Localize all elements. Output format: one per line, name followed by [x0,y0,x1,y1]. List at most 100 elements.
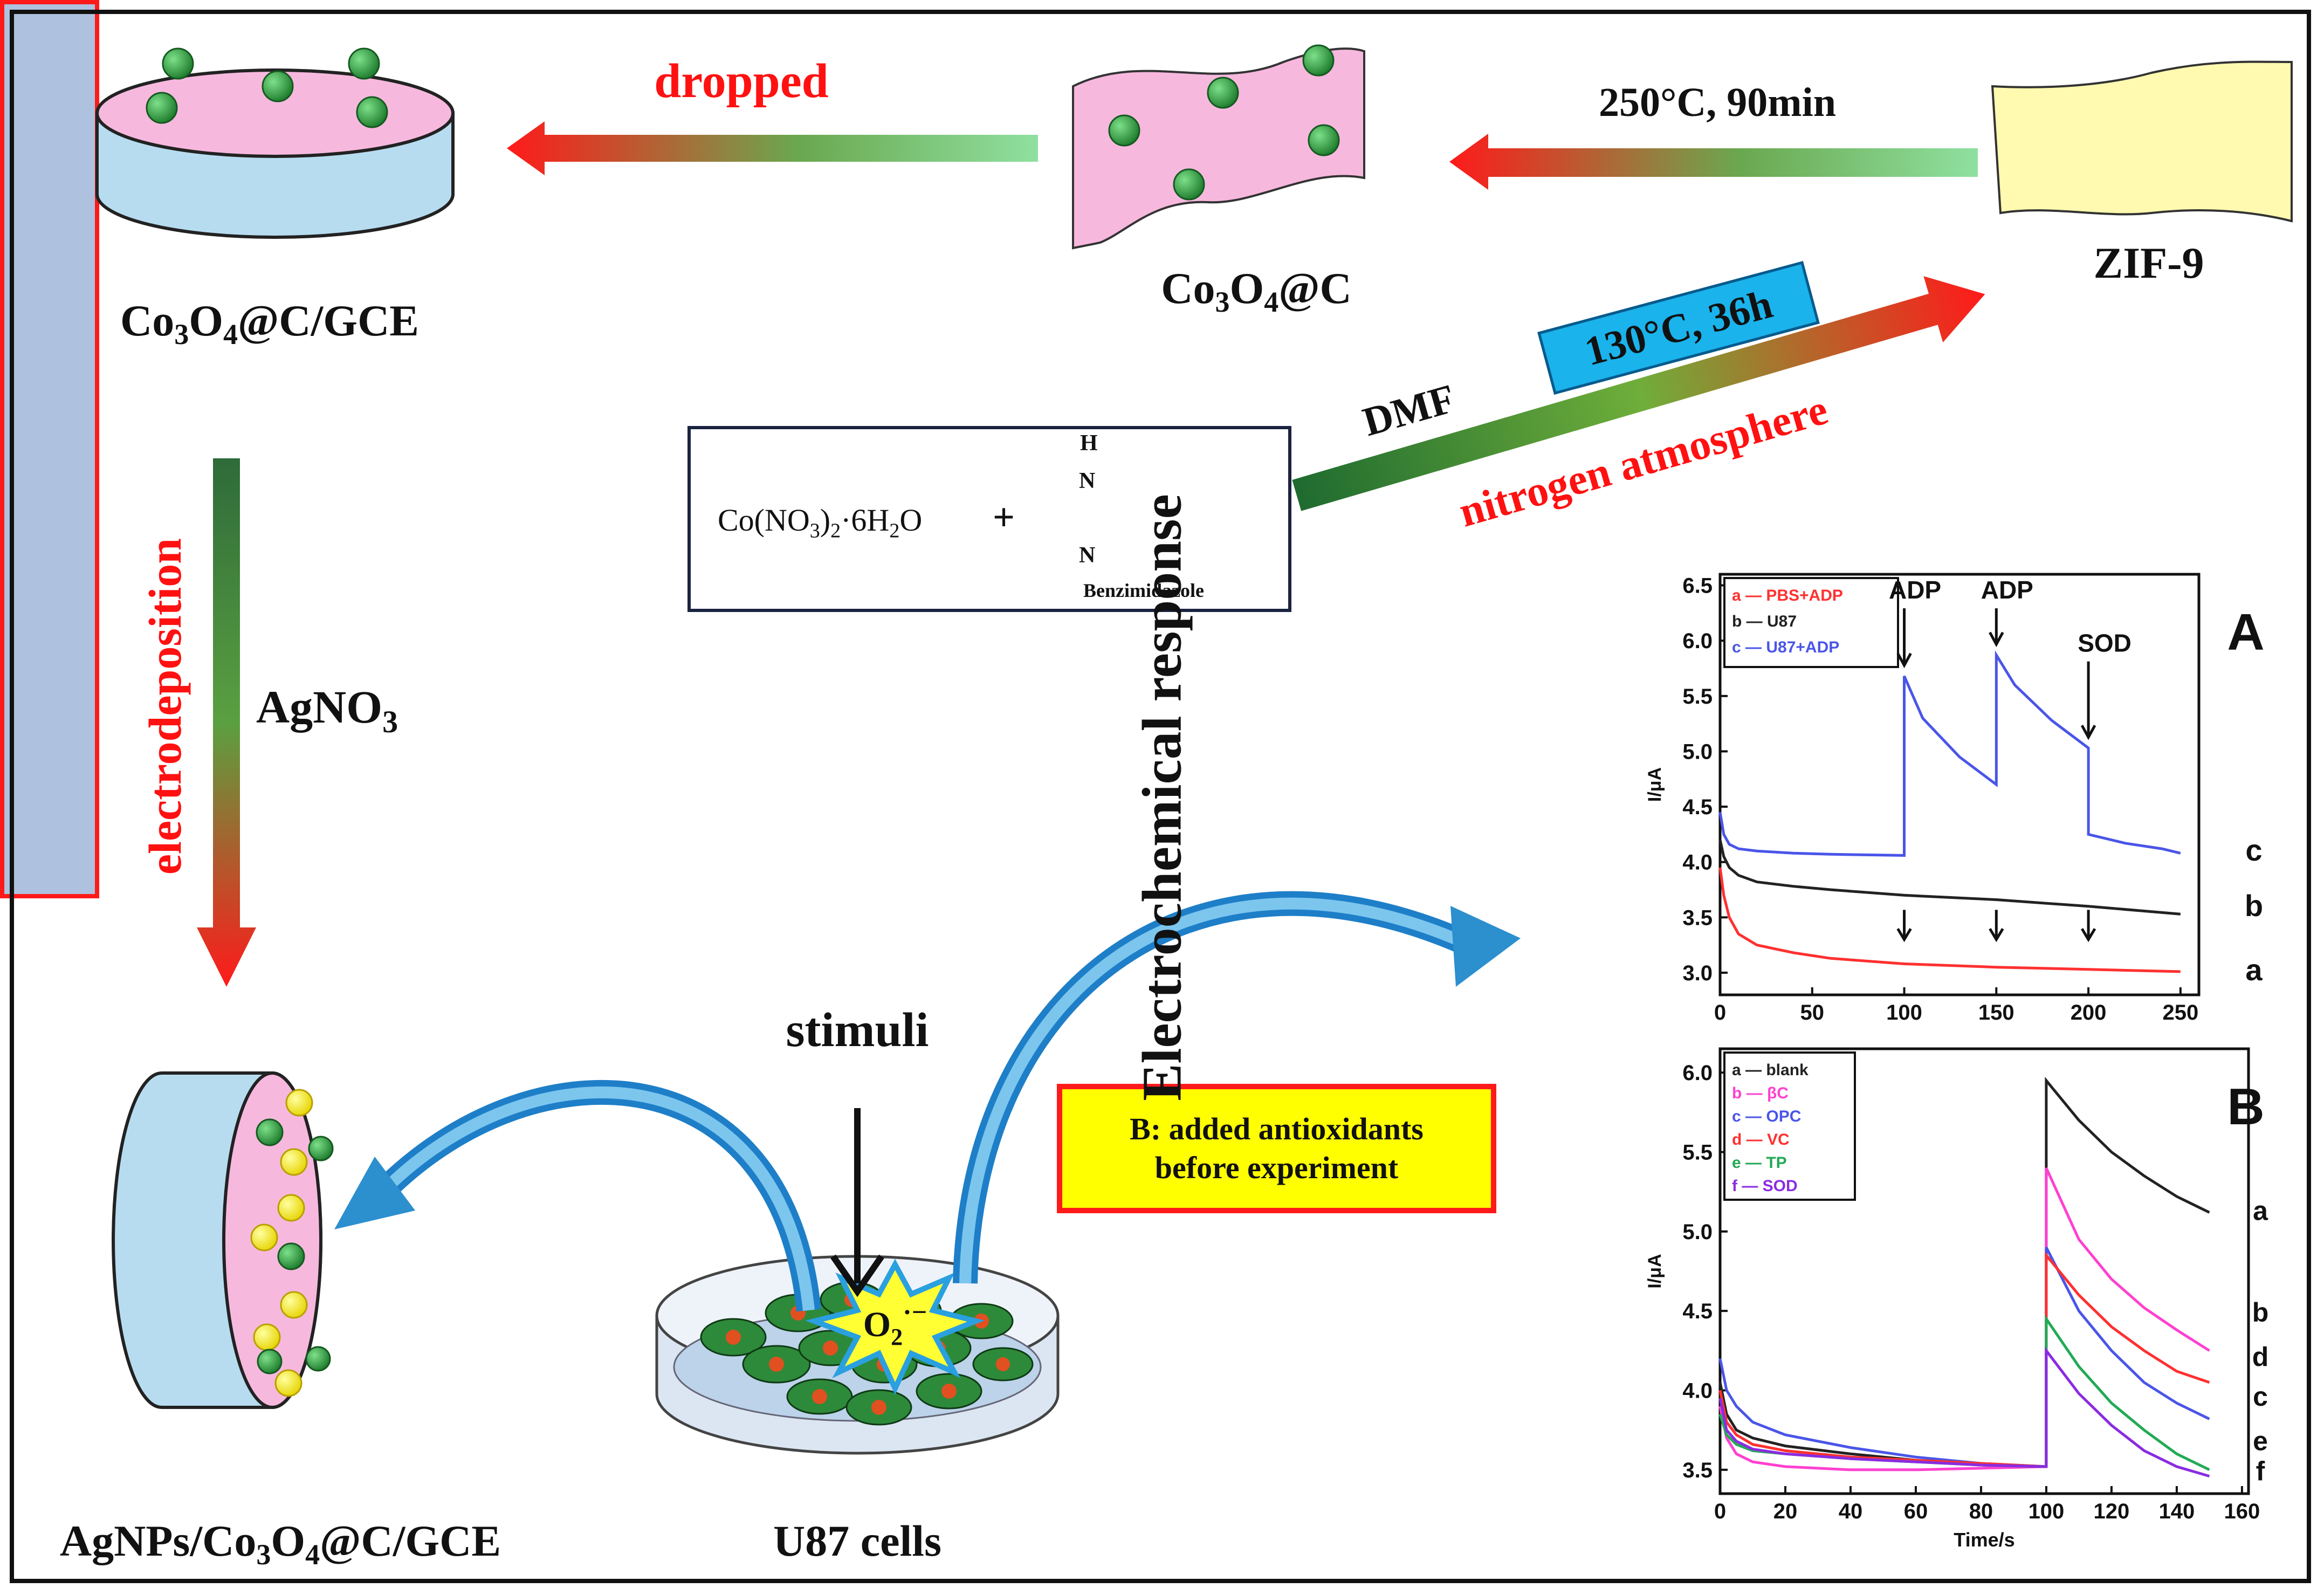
y-tick-label: 5.0 [1682,740,1713,764]
curve-label-d: d [2252,1342,2269,1372]
electrodeposition-label: electrodeposition [139,538,191,875]
y-tick-label: 5.5 [1682,1141,1713,1165]
legend-entry: b — βC [1732,1084,1789,1102]
x-tick-label: 160 [2224,1500,2260,1523]
annotation-sod: SOD [2078,629,2132,657]
y-axis-label: I/μA [1645,767,1665,802]
x-tick-label: 250 [2162,1001,2198,1025]
co3o4c-label: Co3O4@C [1161,264,1352,318]
panel-letter: B [2227,1078,2264,1136]
co3o4c-sheet [1072,44,1365,250]
agno3-label: AgNO3 [256,681,398,739]
legend-entry: e — TP [1732,1154,1787,1172]
y-tick-label: 4.0 [1682,851,1713,875]
x-tick-label: 80 [1969,1500,1993,1523]
dropped-label: dropped [654,54,828,108]
y-tick-label: 3.5 [1682,906,1713,930]
legend-entry: c — OPC [1732,1108,1801,1125]
x-tick-label: 40 [1839,1500,1863,1523]
curve-a-arrowhead [2080,928,2096,943]
curve-label-c: c [2253,1381,2268,1412]
gce-electrode [95,47,455,239]
x-tick-label: 140 [2159,1500,2195,1523]
zif9-sheet [1991,60,2293,223]
panel-letter: A [2227,603,2264,661]
x-tick-label: 150 [1978,1001,2014,1025]
electrodeposition-arrow [197,458,256,987]
legend-entry: d — VC [1732,1131,1790,1149]
reagent-box: Co(NO3)2·6H2O + H N N Benzimidazole [687,426,1291,612]
chart-panel-a: 0 50 100 150 200 250 3.0 3.5 4.0 4.5 5.0 5.5 6.0 6.5I… [1645,573,2265,1025]
figure-frame [10,10,2311,1583]
curve-label-b: b [2252,1297,2269,1328]
benzimidazole-label: Benzimidazole [1083,580,1204,601]
annotation-adp: ADP [1981,576,2033,604]
u87-label: U87 cells [773,1516,941,1565]
curve-label-a: a [2245,953,2263,987]
y-tick-label: 5.5 [1682,685,1713,709]
x-tick-label: 200 [2071,1001,2107,1025]
y-tick-label: 6.0 [1682,629,1713,653]
calcination-arrow [1449,134,1978,190]
curve-a-arrowhead [1896,928,1912,943]
annotation-adp: ADP [1889,576,1941,604]
y-tick-label: 6.5 [1682,574,1713,598]
u87-petri-dish [655,1255,1060,1455]
annotation-arrowhead [1896,652,1912,669]
superoxide-burst [805,1259,985,1395]
x-axis-label: Time/s [1954,1529,2014,1551]
agnps-particles [250,1089,334,1397]
calcination-label: 250°C, 90min [1599,80,1836,125]
electrochemical-response-label: Electrochemical response [1131,494,1193,1101]
agnps-electrode [112,1071,334,1409]
zif9-label: ZIF-9 [2094,238,2204,287]
synthesis-arrow [1292,276,1985,511]
y-axis-label: I/μA [1645,1254,1665,1288]
legend-entry: a — blank [1732,1061,1809,1079]
legend-box [1723,1051,1856,1201]
x-tick-label: 0 [1714,1001,1726,1025]
annotation-arrowhead [1989,631,2004,648]
annotation-arrowhead [2080,725,2096,740]
antioxidants-box: B: added antioxidants before experiment [1057,1084,1496,1213]
y-tick-label: 4.0 [1682,1379,1713,1402]
curve-label-b: b [2245,889,2263,923]
agnps-label: AgNPs/Co3O4@C/GCE [60,1516,501,1571]
x-tick-label: 20 [1773,1500,1798,1523]
y-tick-label: 5.0 [1682,1220,1713,1244]
plus-sign: + [993,496,1015,539]
x-tick-label: 0 [1714,1500,1726,1523]
stimuli-arrow [830,1108,884,1297]
curve-label-f: f [2256,1456,2265,1487]
dmf-label: DMF [1358,376,1460,445]
electrochemical-response-box: Electrochemical response [0,0,1193,1101]
y-tick-label: 3.5 [1682,1459,1713,1482]
x-tick-label: 50 [1800,1001,1825,1025]
legend-entry: c — U87+ADP [1732,638,1839,656]
legend-entry: f — SOD [1732,1177,1798,1195]
curve-a-arrowhead [1989,928,2004,943]
x-tick-label: 120 [2094,1500,2130,1523]
series-line-d [1718,1252,2210,1468]
y-tick-label: 4.5 [1682,1300,1713,1323]
antioxidants-label: B: added antioxidants before experiment [1130,1111,1424,1186]
legend-entry: a — PBS+ADP [1732,587,1843,604]
x-tick-label: 100 [1886,1001,1922,1025]
series-line-c [1718,650,2181,857]
series-line-b [1718,840,2181,916]
curved-arrow-to-electrode [334,1080,821,1312]
series-line-a [1718,867,2181,973]
y-tick-label: 4.5 [1682,795,1713,819]
gce-particles [146,47,388,128]
series-line-f [1718,1346,2210,1477]
benz-n1-label: N [1079,469,1096,493]
y-tick-label: 3.0 [1682,961,1713,985]
x-tick-label: 60 [1904,1500,1928,1523]
y-tick-label: 6.0 [1682,1061,1713,1085]
legend-box [1723,577,1899,668]
gce-label: Co3O4@C/GCE [120,296,419,350]
series-line-b [1718,1167,2210,1472]
dropped-arrow [507,121,1038,175]
curve-label-c: c [2245,833,2262,867]
